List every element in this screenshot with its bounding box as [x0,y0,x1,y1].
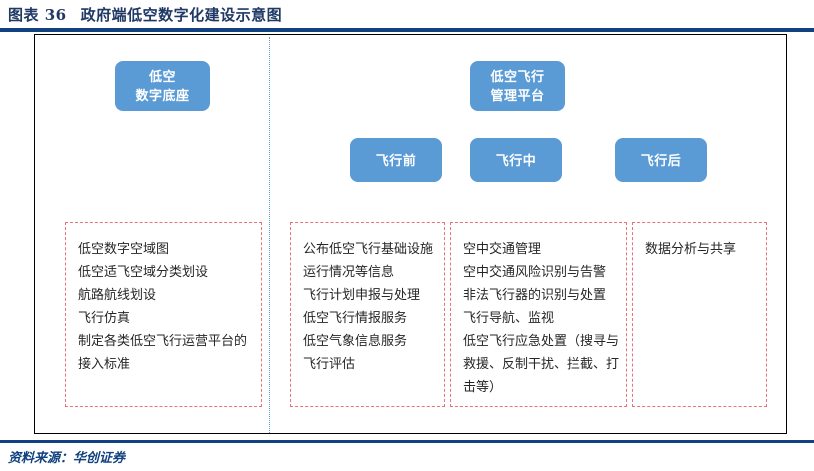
panel-list-item: 低空气象信息服务 [303,333,408,348]
panel-post-flight-items: 数据分析与共享 [632,222,767,407]
panel-list-item: 低空飞行情报服务 [303,310,408,325]
blue-box-in-flight-label: 飞行中 [495,152,537,168]
panel-list-item: 非法飞行器的识别与处置 [463,287,607,302]
panel-list-item: 公布低空飞行基础设施运行情况等信息 [303,241,434,279]
panel-list-item: 飞行计划申报与处理 [303,287,421,302]
blue-box-flight-management-platform[interactable]: 低空飞行管理平台 [470,61,565,111]
panel-list-item: 数据分析与共享 [645,241,737,256]
blue-box-flight-management-platform-label: 低空飞行管理平台 [490,69,545,103]
panel-list-item: 空中交通管理 [463,241,542,256]
panel-list-item: 低空数字空域图 [78,241,170,256]
panel-pre-flight-items: 公布低空飞行基础设施运行情况等信息飞行计划申报与处理低空飞行情报服务低空气象信息… [290,222,445,407]
blue-box-pre-flight[interactable]: 飞行前 [350,138,442,182]
title-divider-rule [0,28,814,32]
blue-box-digital-base[interactable]: 低空数字底座 [115,61,210,111]
blue-box-pre-flight-label: 飞行前 [375,152,417,168]
panel-list-item: 航路航线划设 [78,287,157,302]
diagram-frame: 低空数字底座 低空飞行管理平台 飞行前 飞行中 飞行后 低空数字空域图低空适飞空… [34,34,787,434]
page-title: 图表 36 政府端低空数字化建设示意图 [8,4,282,25]
chart-number: 图表 36 [8,6,67,24]
panel-list-item: 制定各类低空飞行运营平台的接入标准 [78,333,248,371]
panel-list-item: 低空适飞空域分类划设 [78,264,209,279]
source-note: 资料来源：华创证券 [8,451,126,466]
blue-box-post-flight[interactable]: 飞行后 [615,138,707,182]
blue-box-digital-base-label: 低空数字底座 [135,69,190,103]
footer-divider-rule [0,440,814,443]
panel-list-item: 低空飞行应急处置（搜寻与救援、反制干扰、拦截、打击等） [463,333,620,394]
panel-list-item: 飞行仿真 [78,310,131,325]
panel-list-item: 飞行导航、监视 [463,310,555,325]
blue-box-in-flight[interactable]: 飞行中 [470,138,562,182]
panel-list-item: 空中交通风险识别与告警 [463,264,607,279]
chart-title-text: 政府端低空数字化建设示意图 [80,6,283,24]
vertical-dotted-divider [269,37,270,433]
panel-in-flight-items: 空中交通管理空中交通风险识别与告警非法飞行器的识别与处置飞行导航、监视低空飞行应… [450,222,627,407]
panel-digital-base-items: 低空数字空域图低空适飞空域分类划设航路航线划设飞行仿真制定各类低空飞行运营平台的… [65,222,262,407]
blue-box-post-flight-label: 飞行后 [640,152,682,168]
panel-list-item: 飞行评估 [303,356,356,371]
